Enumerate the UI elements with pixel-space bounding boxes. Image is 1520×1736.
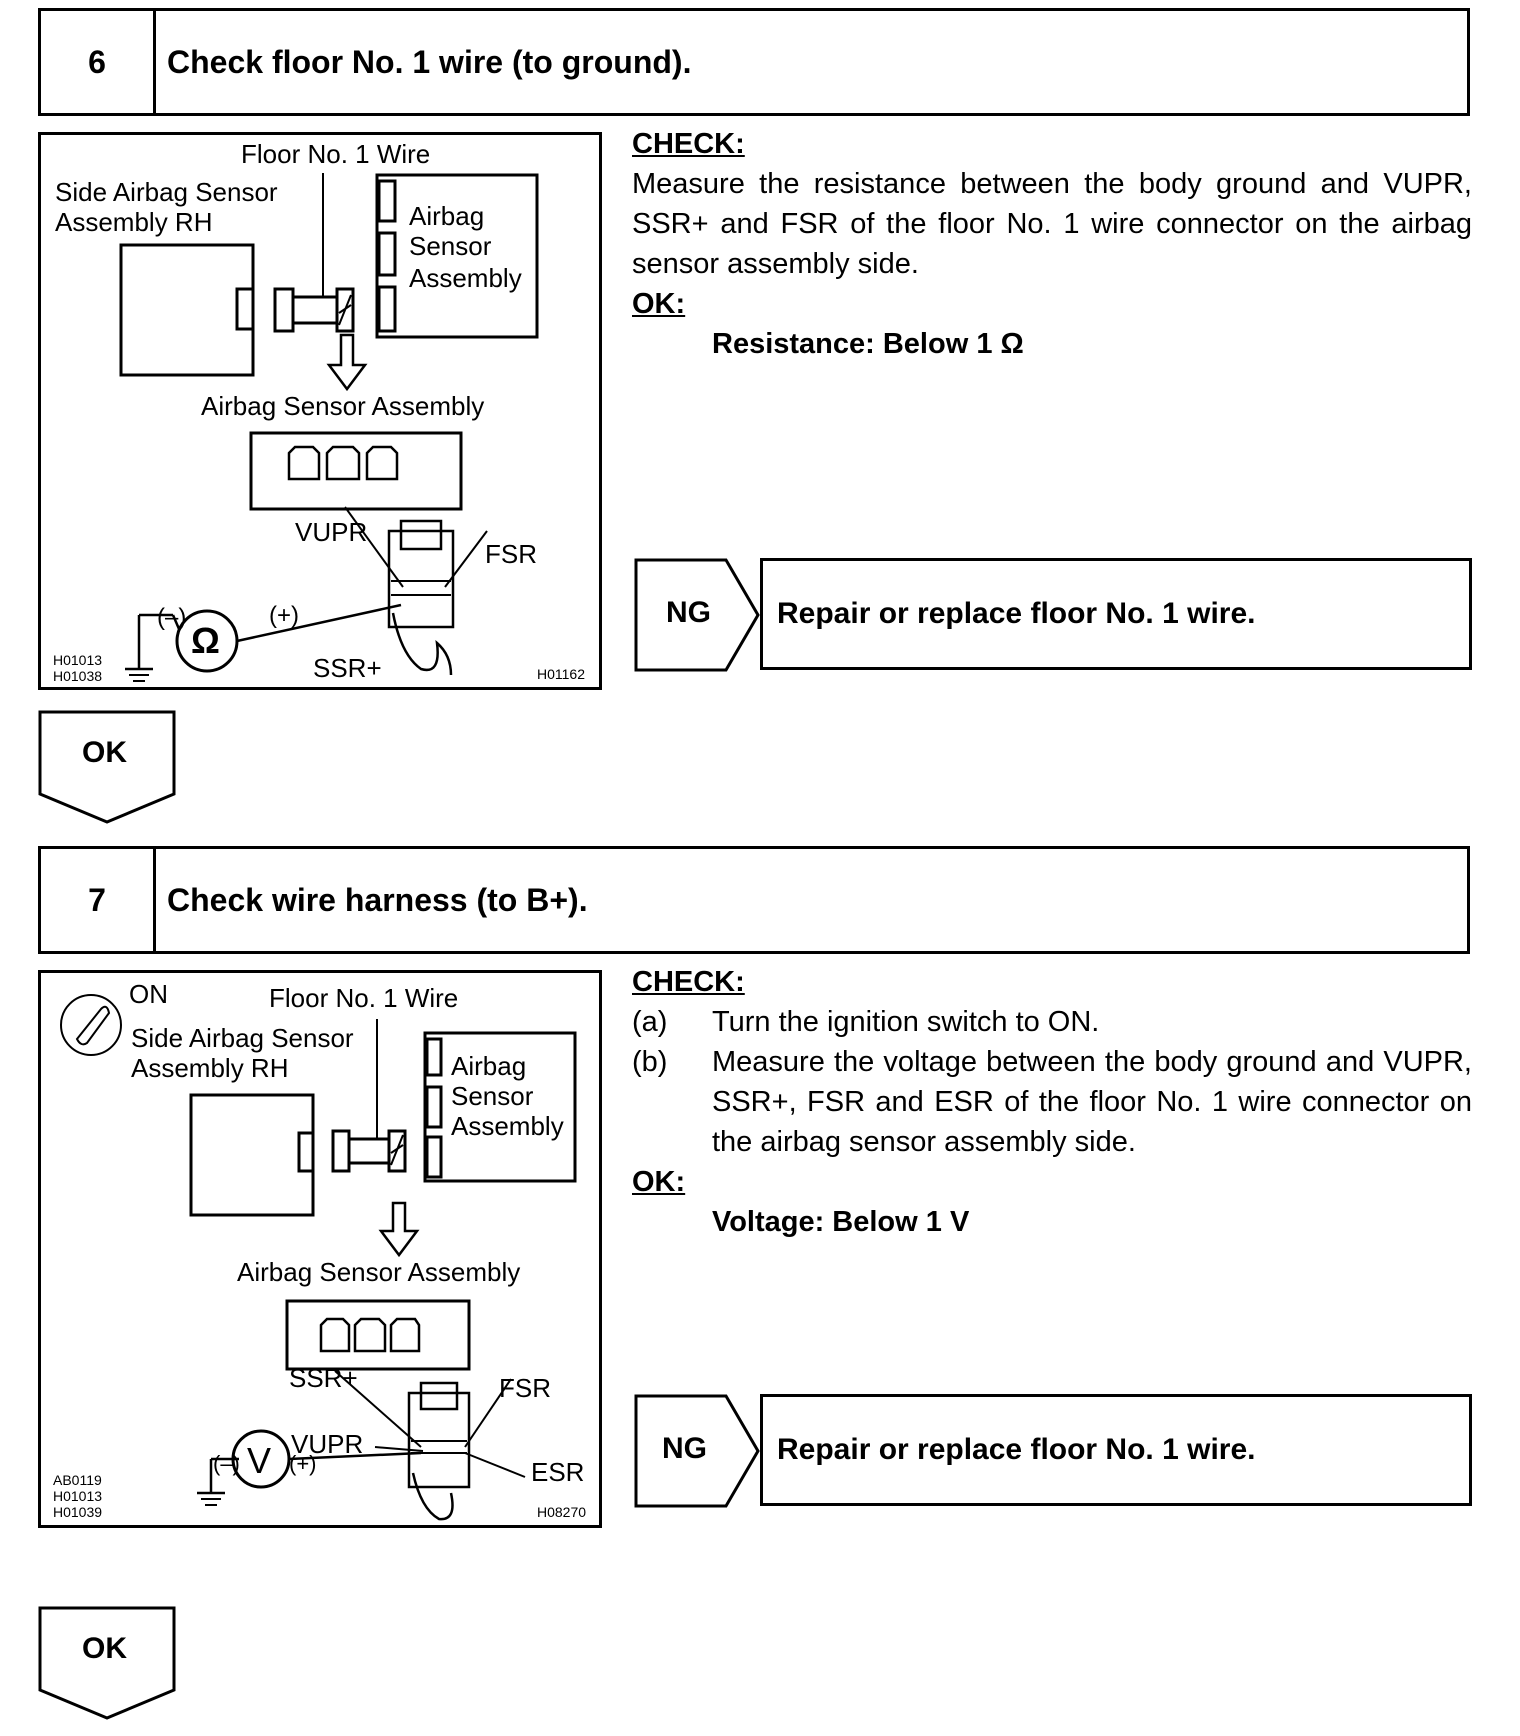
polarity-label: (–) xyxy=(157,604,186,631)
diagram-label: Airbag xyxy=(451,1051,526,1081)
figure-code: H01038 xyxy=(53,668,102,684)
diagram-label: Assembly RH xyxy=(55,207,212,237)
check-header: CHECK: xyxy=(632,128,745,160)
airbag-sensor-box xyxy=(375,173,539,339)
figure-code: H01013 xyxy=(53,1488,102,1504)
diagram-label: Floor No. 1 Wire xyxy=(241,139,430,169)
polarity-label: (–) xyxy=(213,1451,240,1476)
terminal-label: VUPR xyxy=(295,517,367,547)
figure-code: H01013 xyxy=(53,652,102,668)
ohm-symbol: Ω xyxy=(191,620,220,661)
diagram-label: Airbag Sensor Assembly xyxy=(237,1257,520,1287)
diagram-label: Side Airbag Sensor xyxy=(55,177,278,207)
ok-arrow-box xyxy=(38,710,176,824)
diagram-label: Sensor xyxy=(409,231,492,261)
ng-action-box: Repair or replace floor No. 1 wire. xyxy=(760,558,1472,670)
diagram-label: Airbag xyxy=(409,201,484,231)
ok-spec: Resistance: Below 1 Ω xyxy=(712,328,1024,360)
step-7-header: 7 Check wire harness (to B+). xyxy=(38,846,1470,954)
ok-label: OK xyxy=(82,736,127,769)
down-arrow-icon xyxy=(326,333,368,392)
connector-housing xyxy=(249,431,463,511)
airbag-sensor-box xyxy=(423,1031,577,1183)
check-item-marker: (b) xyxy=(632,1046,668,1078)
ng-label: NG xyxy=(662,1432,707,1465)
terminal-label: ESR xyxy=(531,1457,584,1487)
terminal-label: FSR xyxy=(499,1373,551,1403)
check-item-text: Measure the voltage between the body gro… xyxy=(712,1046,1472,1158)
diagram-label: Floor No. 1 Wire xyxy=(269,983,458,1013)
step-title: Check wire harness (to B+). xyxy=(167,881,588,918)
figure-code: H01039 xyxy=(53,1504,102,1520)
diagram-label: Sensor xyxy=(451,1081,534,1111)
diagram-label: Assembly xyxy=(409,263,522,293)
ok-header: OK: xyxy=(632,1166,686,1198)
side-airbag-sensor-box xyxy=(119,243,255,377)
ng-action-box: Repair or replace floor No. 1 wire. xyxy=(760,1394,1472,1506)
wiring-diagram: Floor No. 1 Wire Side Airbag Sensor Asse… xyxy=(53,139,585,684)
diagram-label: Airbag Sensor Assembly xyxy=(201,391,484,421)
diagram-label: Assembly xyxy=(451,1111,564,1141)
figure-code: H08270 xyxy=(537,1504,586,1520)
terminal-label: VUPR xyxy=(291,1429,363,1459)
ng-label: NG xyxy=(666,596,711,629)
ignition-switch-icon xyxy=(60,994,122,1056)
figure-code: AB0119 xyxy=(53,1472,102,1488)
ok-arrow-box xyxy=(38,1606,176,1720)
down-arrow-icon xyxy=(378,1201,420,1258)
step-number: 7 xyxy=(41,849,156,951)
wiring-diagram: ON Floor No. 1 Wire Side Airbag Sensor A… xyxy=(53,979,586,1521)
side-airbag-sensor-box xyxy=(189,1093,315,1217)
volt-symbol: V xyxy=(247,1440,271,1481)
polarity-label: (+) xyxy=(269,602,299,629)
ng-arrow-box xyxy=(634,1394,760,1508)
check-header: CHECK: xyxy=(632,966,745,998)
diagram-label: ON xyxy=(129,979,168,1009)
check-item-marker: (a) xyxy=(632,1006,668,1038)
check-text: Measure the resistance between the body … xyxy=(632,168,1472,280)
diagram-label: Assembly RH xyxy=(131,1053,288,1083)
connector-housing xyxy=(285,1299,471,1371)
ok-spec: Voltage: Below 1 V xyxy=(712,1206,970,1238)
polarity-label: (+) xyxy=(289,1451,317,1476)
terminal-label: FSR xyxy=(485,539,537,569)
check-item-text: Turn the ignition switch to ON. xyxy=(712,1006,1100,1038)
terminal-label: SSR+ xyxy=(289,1363,358,1393)
step-number: 6 xyxy=(41,11,156,113)
terminal-label: SSR+ xyxy=(313,653,382,683)
step-7-diagram: ON Floor No. 1 Wire Side Airbag Sensor A… xyxy=(38,970,602,1528)
diagram-label: Side Airbag Sensor xyxy=(131,1023,354,1053)
step-6-diagram: Floor No. 1 Wire Side Airbag Sensor Asse… xyxy=(38,132,602,690)
ok-header: OK: xyxy=(632,288,686,320)
figure-code: H01162 xyxy=(537,666,585,682)
ok-label: OK xyxy=(82,1632,127,1665)
step-title: Check floor No. 1 wire (to ground). xyxy=(167,43,692,80)
ng-arrow-box xyxy=(634,558,760,672)
step-6-header: 6 Check floor No. 1 wire (to ground). xyxy=(38,8,1470,116)
